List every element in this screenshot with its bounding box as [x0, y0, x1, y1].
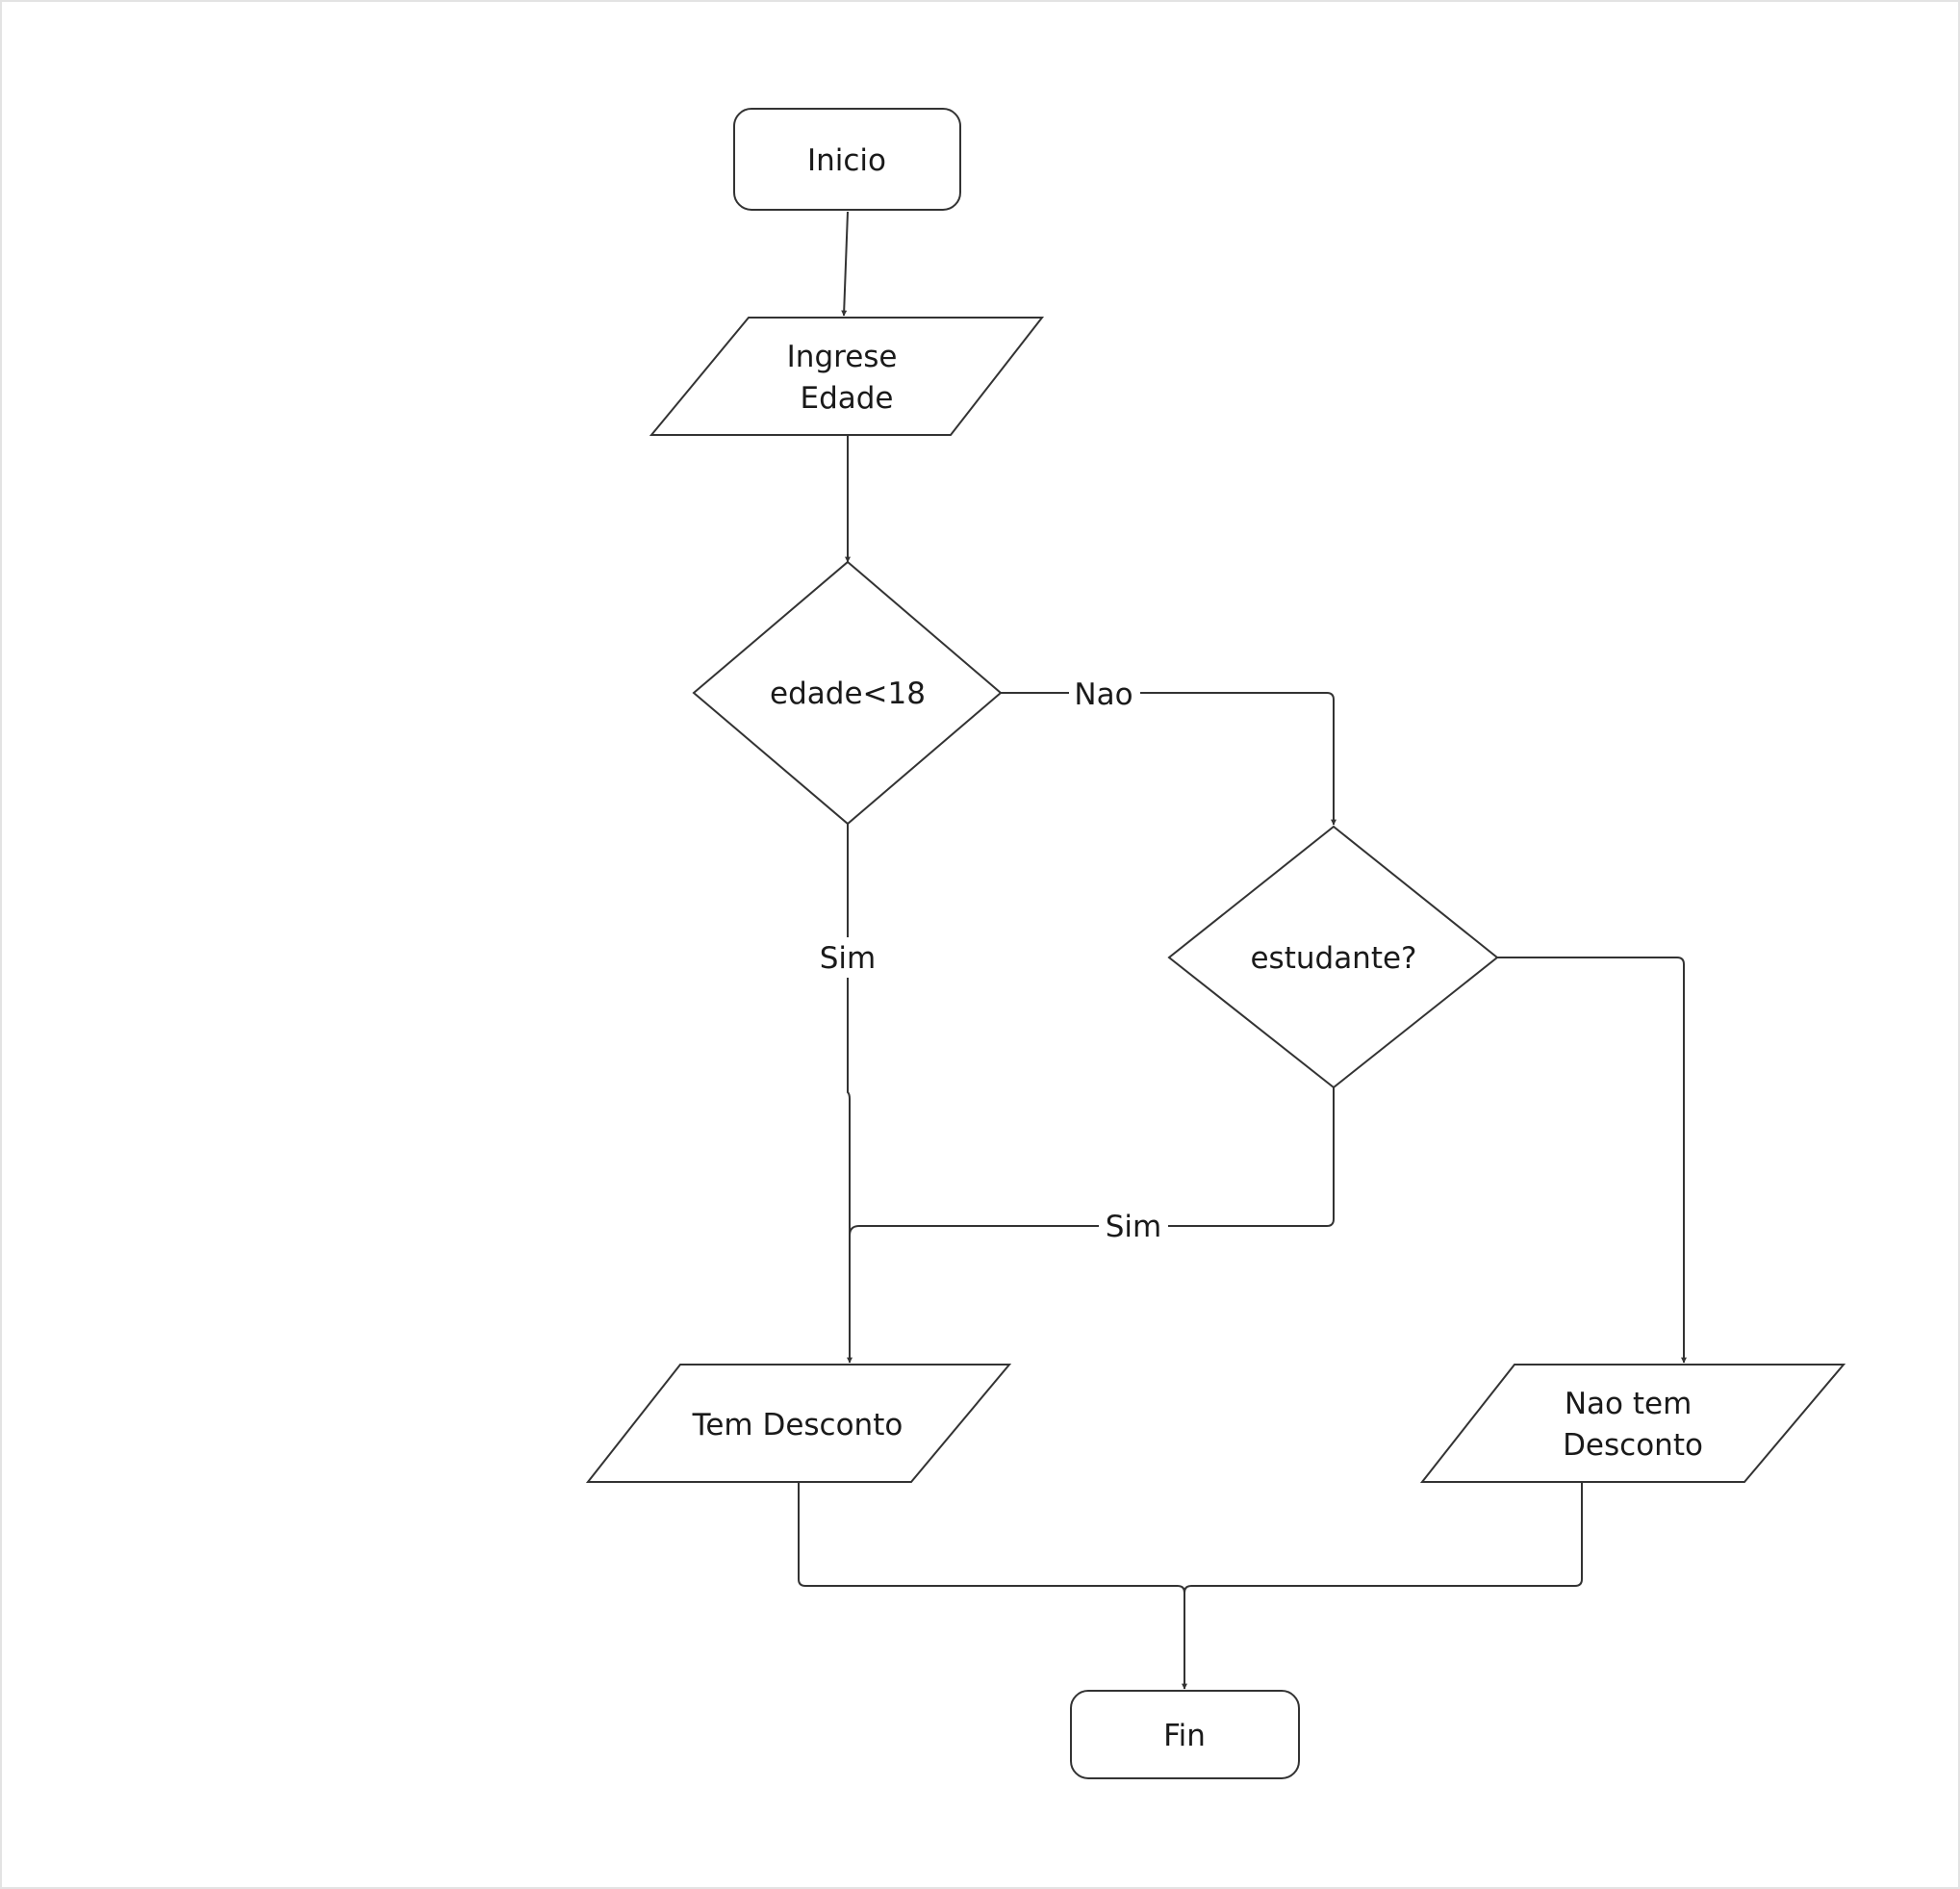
node-inicio[interactable]: Inicio — [733, 108, 961, 211]
edge-inicio-to-ingrese — [841, 211, 849, 317]
svg-text:Sim: Sim — [1106, 1210, 1162, 1244]
node-edade-check[interactable]: edade<18 — [692, 560, 1003, 826]
node-ingrese-edade[interactable]: Ingrese Edade — [649, 317, 1045, 436]
edge-estudante-nao — [1497, 957, 1687, 1364]
node-nao-tem-desconto-label: Nao tem Desconto — [1563, 1387, 1703, 1463]
edge-label-estudante-sim: Sim — [1099, 1206, 1168, 1246]
edge-estudante-sim — [849, 1087, 1335, 1237]
node-estudante-check-label: estudante? — [1250, 941, 1416, 976]
edge-label-edade-sim: Sim — [814, 937, 881, 978]
node-inicio-label: Inicio — [807, 143, 886, 178]
svg-text:Sim: Sim — [820, 941, 877, 976]
node-fin-label: Fin — [1163, 1719, 1206, 1753]
edge-edade-sim — [847, 824, 853, 1364]
node-nao-tem-desconto[interactable]: Nao tem Desconto — [1419, 1364, 1846, 1483]
node-fin[interactable]: Fin — [1070, 1690, 1300, 1779]
node-edade-check-label: edade<18 — [770, 676, 926, 711]
node-ingrese-edade-label: Ingrese Edade — [787, 340, 907, 416]
node-estudante-check[interactable]: estudante? — [1167, 825, 1499, 1089]
edge-edade-nao — [1001, 692, 1336, 826]
node-tem-desconto-label: Tem Desconto — [692, 1408, 904, 1442]
edge-nao-tem-desconto-to-fin — [1184, 1482, 1583, 1594]
svg-text:Nao: Nao — [1074, 677, 1133, 712]
node-tem-desconto[interactable]: Tem Desconto — [585, 1364, 1012, 1483]
edge-label-edade-nao: Nao — [1069, 674, 1140, 714]
